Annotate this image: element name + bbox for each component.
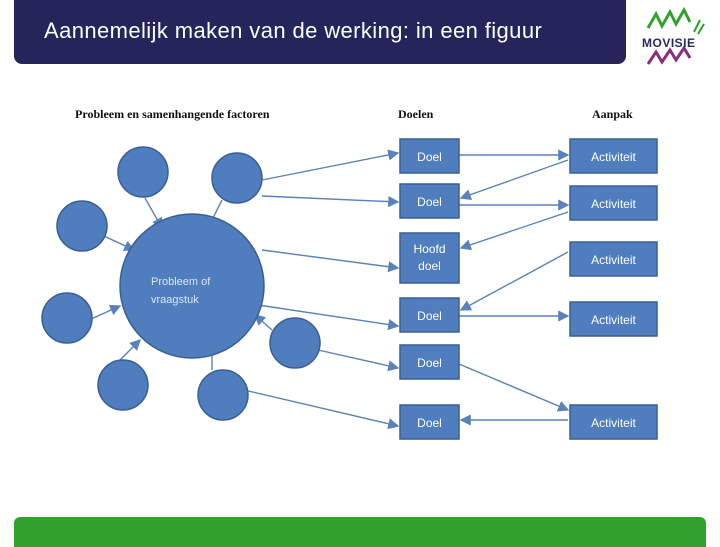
arrow-to-goal-1 [261, 149, 400, 181]
goal-label-2: Doel [417, 195, 442, 209]
header-approach: Aanpak [592, 107, 633, 121]
arrow-to-goal-6 [243, 389, 400, 430]
factor-node-5 [269, 317, 321, 369]
activity-box-2 [569, 185, 658, 221]
activity-label-4: Activiteit [591, 313, 636, 327]
factor-node-1 [117, 146, 169, 198]
title-bar: Aannemelijk maken van de werking: in een… [14, 0, 626, 64]
activity-boxes: Activiteit Activiteit Activiteit Activit… [569, 138, 658, 440]
arrow-to-goal-5 [317, 349, 400, 372]
goal-label-6: Doel [417, 416, 442, 430]
arrow-activity2-to-main-goal [459, 211, 569, 251]
arrow-factor-5 [253, 314, 273, 331]
activity-box-1 [569, 138, 658, 174]
problem-label-line2: vraagstuk [151, 294, 199, 306]
activity-label-5: Activiteit [591, 416, 636, 430]
factor-node-7 [197, 369, 249, 421]
activity-label-3: Activiteit [591, 253, 636, 267]
factor-nodes [41, 146, 321, 421]
arrow-to-goal-4 [257, 304, 400, 331]
movisie-logo-icon [646, 6, 705, 65]
movisie-logo: MOVISIE [640, 6, 710, 68]
activity-box-4 [569, 301, 658, 337]
footer-bar [14, 517, 706, 547]
goal-box-1 [399, 138, 460, 174]
arrow-goal5-to-activity5 [458, 363, 570, 412]
arrow-to-main-goal [261, 249, 400, 273]
goal-box-6 [399, 404, 460, 440]
goal-boxes: Doel Doel Hoofd doel Doel Doel Doel [399, 138, 460, 440]
arrow-factor-4 [88, 304, 122, 321]
logo-brand-text: MOVISIE [642, 36, 696, 50]
activity-box-5 [569, 404, 658, 440]
factor-node-3 [56, 200, 108, 252]
goal-label-1: Doel [417, 150, 442, 164]
arrow-factor-6 [119, 339, 141, 361]
factor-node-6 [97, 359, 149, 411]
header-goals: Doelen [398, 107, 434, 121]
arrow-factor-3 [103, 235, 136, 251]
problem-label-line1: Probleem of [151, 276, 211, 288]
arrow-to-goal-2 [261, 195, 400, 208]
activity-label-2: Activiteit [591, 197, 636, 211]
activity-box-3 [569, 241, 658, 277]
main-goal-label-line2: doel [418, 259, 441, 273]
arrow-activity3-to-goal4 [459, 251, 569, 311]
factor-node-4 [41, 292, 93, 344]
goal-box-2 [399, 183, 460, 219]
header-problem: Probleem en samenhangende factoren [75, 107, 270, 121]
goal-box-4 [399, 297, 460, 333]
arrow-activity1-to-goal2 [459, 159, 569, 200]
problem-to-goal-arrows [243, 149, 400, 430]
main-goal-label-line1: Hoofd [413, 242, 445, 256]
goal-label-5: Doel [417, 356, 442, 370]
goal-label-4: Doel [417, 309, 442, 323]
slide-title: Aannemelijk maken van de werking: in een… [44, 18, 543, 43]
goal-box-5 [399, 344, 460, 380]
problem-node [119, 213, 265, 359]
goal-activity-arrows [458, 149, 570, 426]
activity-label-1: Activiteit [591, 150, 636, 164]
factor-node-2 [211, 152, 263, 204]
main-goal-box [399, 232, 460, 284]
